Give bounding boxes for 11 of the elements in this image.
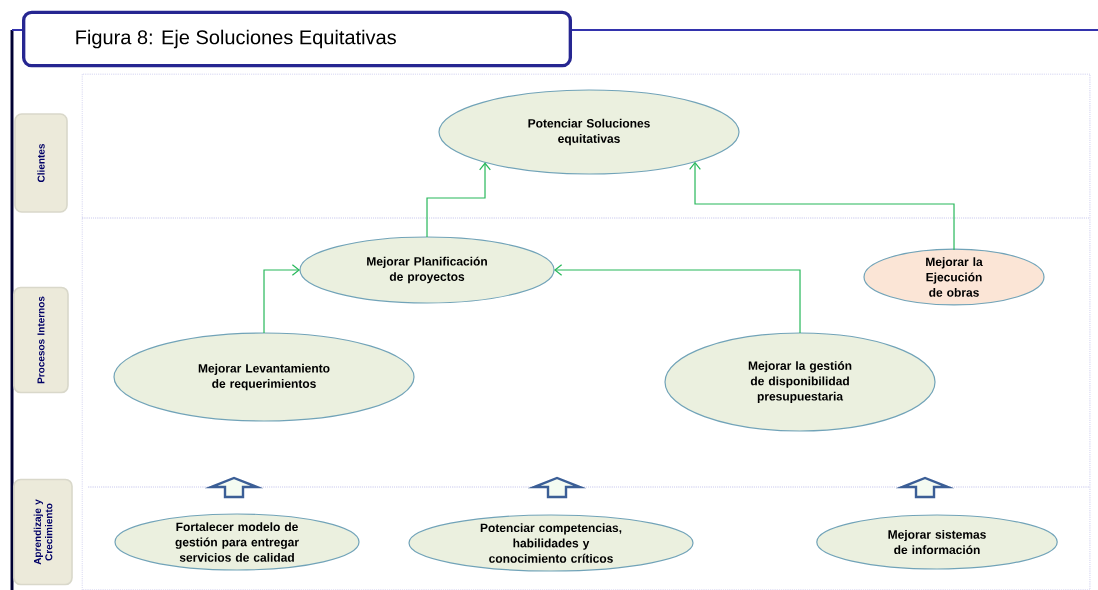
perspective-tab: Aprendizaje y Crecimiento [13,478,73,586]
block-arrow [204,476,264,499]
arrow [263,264,300,334]
arrow [426,162,491,238]
perspective-tab: Clientes [14,113,68,213]
perspective-tab: Procesos Internos [13,286,69,394]
block-arrow [527,476,587,499]
title-box: Figura 8: Eje Soluciones Equitativas [22,10,572,68]
block-arrow [895,476,955,499]
arrow [689,161,955,251]
arrow [554,264,801,334]
